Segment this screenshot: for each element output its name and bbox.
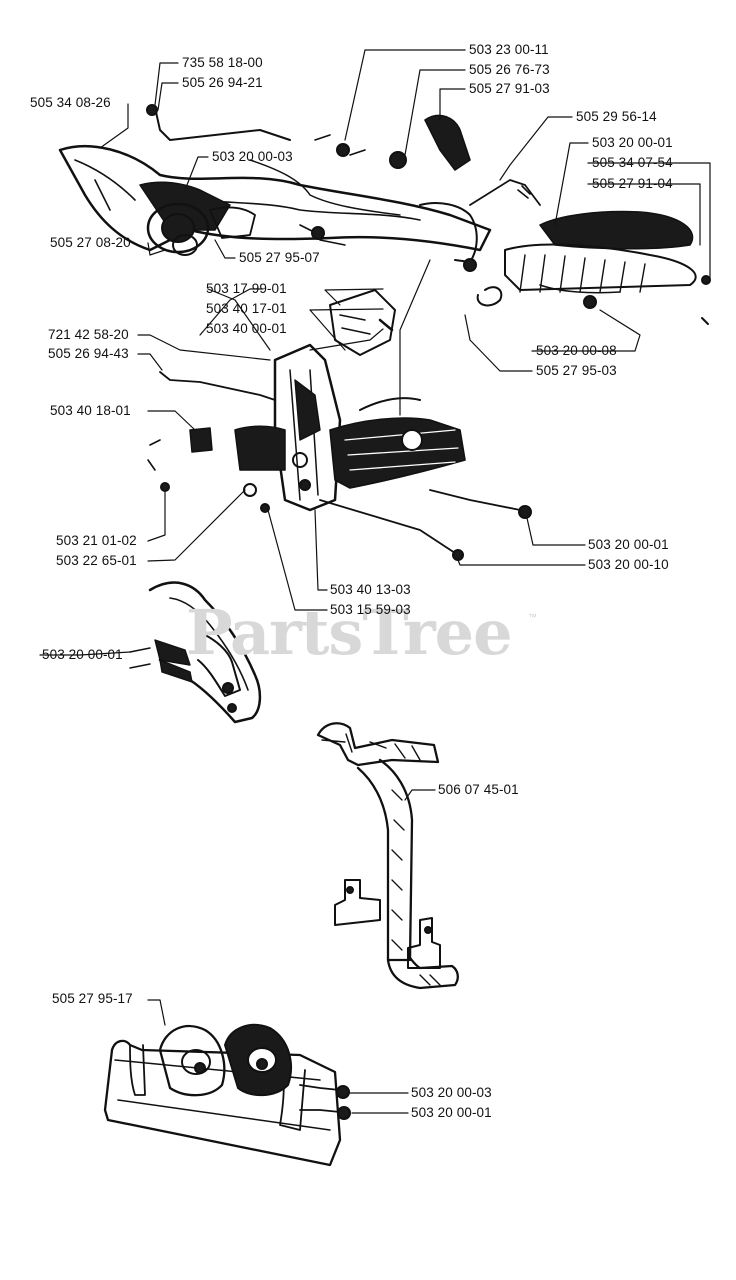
part-label: 503 20 00-01 [411,1105,492,1120]
watermark-text: PartsTree [186,596,513,669]
part-label: 505 27 91-03 [469,81,550,96]
handle-arm-drawing [58,144,492,263]
part-label: 505 29 56-14 [576,109,657,124]
part-label: 505 26 76-73 [469,62,550,77]
part-label: 505 27 91-04 [592,176,673,191]
mounting-bracket-drawing [129,581,262,724]
part-label: 503 20 00-08 [536,343,617,358]
handle-bar-drawing [316,722,459,990]
throttle-rod-drawing [146,104,407,169]
damper-bracket-drawing [103,1023,351,1167]
part-label: 503 40 13-03 [330,582,411,597]
part-label: 503 20 00-03 [212,149,293,164]
part-label: 505 27 95-17 [52,991,133,1006]
part-label: 503 21 01-02 [56,533,137,548]
engine-mount-drawing [234,343,532,561]
trigger-spring-drawing [424,114,711,325]
part-label: 503 20 00-01 [592,135,673,150]
part-label: 503 15 59-03 [330,602,411,617]
part-label: 503 22 65-01 [56,553,137,568]
part-label: 503 20 00-10 [588,557,669,572]
part-label: 505 34 08-26 [30,95,111,110]
part-label: 505 34 07-54 [592,155,673,170]
part-label: 505 26 94-21 [182,75,263,90]
left-small-parts-drawing [147,371,276,492]
part-label: 503 17 99-01 [206,281,287,296]
part-label: 505 27 08-20 [50,235,131,250]
part-label: 503 40 00-01 [206,321,287,336]
part-label: 503 40 17-01 [206,301,287,316]
watermark-trademark: ™ [528,612,537,622]
part-label: 503 20 00-03 [411,1085,492,1100]
part-label: 503 20 00-01 [588,537,669,552]
part-label: 505 27 95-07 [239,250,320,265]
part-label: 503 20 00-01 [42,647,123,662]
leader-lines [99,49,711,611]
part-label: 721 42 58-20 [48,327,129,342]
housing-block-drawing [329,289,396,356]
part-label: 506 07 45-01 [438,782,519,797]
bottom-leader-lines [39,651,436,1114]
part-label: 503 23 00-11 [469,42,549,57]
part-label: 505 26 94-43 [48,346,129,361]
part-label: 735 58 18-00 [182,55,263,70]
part-label: 503 40 18-01 [50,403,131,418]
part-label: 505 27 95-03 [536,363,617,378]
